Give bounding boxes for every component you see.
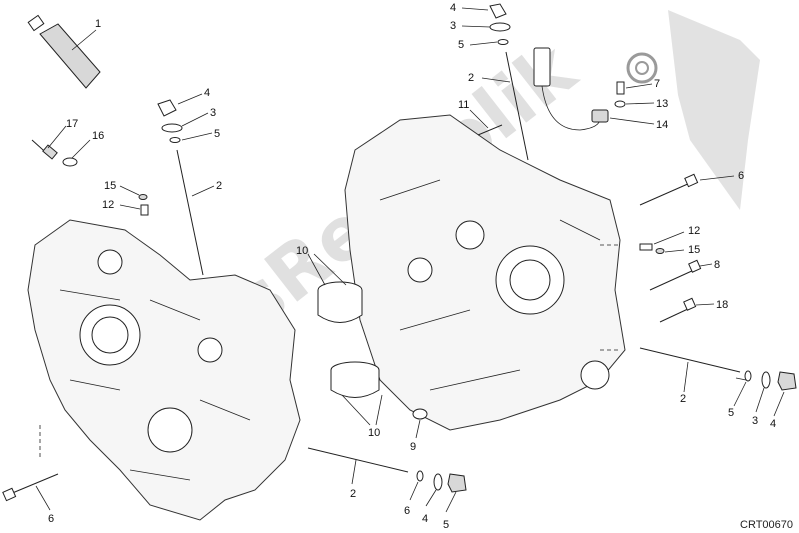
- o-ring-9: [412, 408, 428, 420]
- right-stud-assembly: [639, 347, 797, 391]
- pin-15-12-left: [138, 194, 149, 216]
- callout-14: 14: [656, 119, 668, 131]
- left-case-upper-boss: [97, 249, 123, 275]
- right-case-boss-2: [407, 257, 433, 283]
- left-stud-assembly: [157, 99, 204, 276]
- callout-6-right: 6: [738, 170, 744, 182]
- flag-gear-icon: [626, 10, 760, 210]
- right-case-boss: [455, 220, 485, 250]
- callout-11: 11: [458, 99, 469, 111]
- pin-12-15-right: [639, 243, 665, 254]
- bottom-stud-assembly: [307, 447, 467, 493]
- bolt-8: [649, 259, 702, 291]
- sensor-assembly: [533, 47, 626, 131]
- callout-4-left: 4: [204, 87, 210, 99]
- callout-2-bottom: 2: [350, 488, 356, 500]
- right-case-bore-inner: [509, 259, 551, 301]
- callout-3-left: 3: [210, 107, 216, 119]
- callout-3-top: 3: [450, 20, 456, 32]
- left-case-boss: [197, 337, 223, 363]
- callout-16: 16: [92, 130, 104, 142]
- callout-2-right: 2: [680, 393, 686, 405]
- callout-3-bottom: 4: [422, 513, 428, 525]
- bolt-11: [477, 124, 503, 136]
- sealant-tube: [27, 14, 101, 89]
- right-case-lower-boss: [580, 360, 610, 390]
- bolt-6-right: [639, 173, 699, 206]
- callout-5-bottom: 6: [404, 505, 410, 517]
- right-crankcase-half: [344, 114, 626, 431]
- callout-4-top: 4: [450, 2, 456, 14]
- left-crankcase-half: [27, 219, 301, 521]
- callout-1: 1: [95, 18, 101, 30]
- callout-10-upper: 10: [296, 245, 308, 257]
- callout-12-left: 12: [102, 199, 114, 211]
- callout-8: 8: [714, 259, 720, 271]
- bearing-shells-10: [317, 281, 380, 398]
- bolt-6-left: [2, 473, 59, 502]
- callout-6-left: 6: [48, 513, 54, 525]
- callout-18: 18: [716, 299, 728, 311]
- top-stud-assembly: [489, 3, 529, 161]
- callout-10-lower: 10: [368, 427, 380, 439]
- left-case-bore-inner: [91, 316, 129, 354]
- callout-3-right: 3: [752, 415, 758, 427]
- callout-12-right: 12: [688, 225, 700, 237]
- fitting-17-16: [31, 139, 78, 167]
- alignment-dash-left: [39, 244, 620, 460]
- callout-2-left: 2: [216, 180, 222, 192]
- bolt-18: [659, 297, 697, 323]
- drawing-code: CRT00670: [740, 519, 793, 531]
- callout-7: 7: [654, 78, 660, 90]
- left-case-lower-bore: [147, 407, 193, 453]
- callout-15-left: 15: [104, 180, 116, 192]
- callout-5-right: 5: [728, 407, 734, 419]
- callout-2-top: 2: [468, 72, 474, 84]
- callout-15-right: 15: [688, 244, 700, 256]
- callout-13: 13: [656, 98, 668, 110]
- callout-5-left: 5: [214, 128, 220, 140]
- callout-4-bottom: 5: [443, 519, 449, 531]
- callout-17: 17: [66, 118, 78, 130]
- callout-5-top: 5: [458, 39, 464, 51]
- callout-4-right: 4: [770, 418, 776, 430]
- callout-9: 9: [410, 441, 416, 453]
